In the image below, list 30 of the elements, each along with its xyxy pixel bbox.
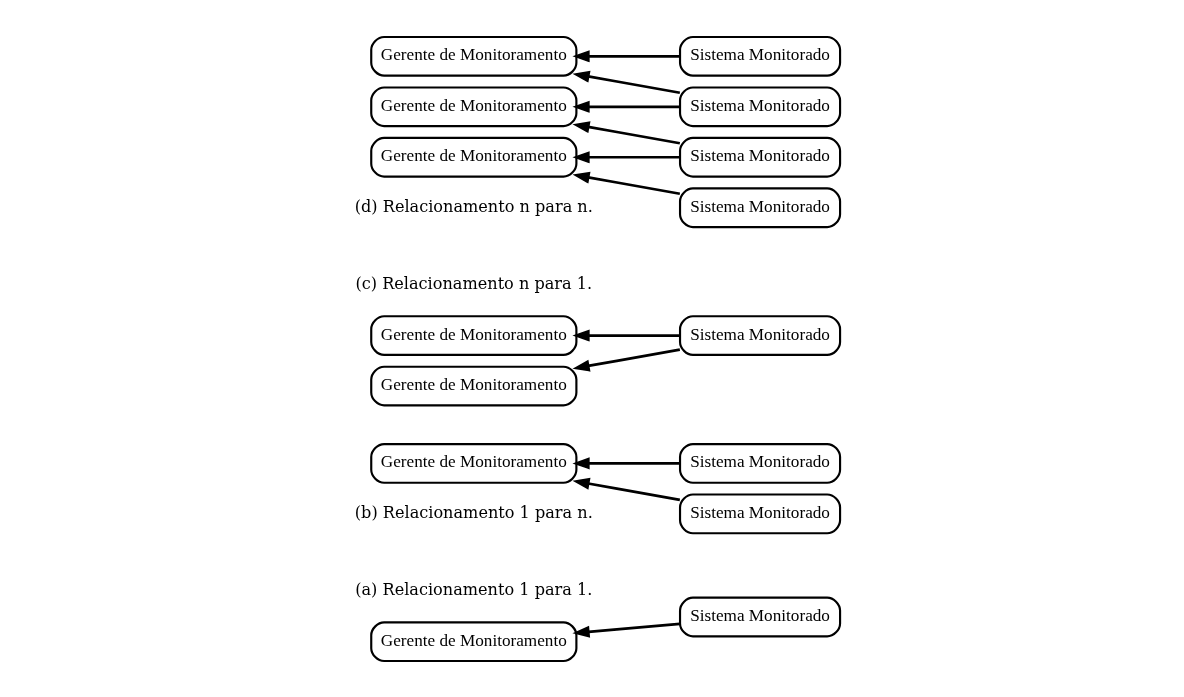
node-box: Sistema Monitorado xyxy=(678,136,841,178)
node-box: Sistema Monitorado xyxy=(678,492,841,534)
node-box: Gerente de Monitoramento xyxy=(369,35,577,77)
arrow xyxy=(571,456,680,469)
node-box: Sistema Monitorado xyxy=(678,442,841,484)
node-box: Gerente de Monitoramento xyxy=(369,85,577,127)
arrow xyxy=(571,49,680,62)
arrow xyxy=(572,120,680,145)
node-box: Gerente de Monitoramento xyxy=(369,365,577,406)
label: (b) Relacionamento 1 para n. xyxy=(354,502,593,522)
arrow xyxy=(572,347,680,372)
node-box: Sistema Monitorado xyxy=(678,596,841,637)
label: (d) Relacionamento n para n. xyxy=(354,196,593,216)
label: (a) Relacionamento 1 para 1. xyxy=(354,579,592,599)
node-box: Gerente de Monitoramento xyxy=(369,620,577,662)
arrow xyxy=(571,100,680,113)
arrow xyxy=(571,150,680,163)
node-box: Gerente de Monitoramento xyxy=(369,136,577,178)
node-box: Sistema Monitorado xyxy=(678,85,841,127)
arrow xyxy=(572,171,680,195)
node-box: Sistema Monitorado xyxy=(678,186,841,228)
node-box: Sistema Monitorado xyxy=(678,35,841,77)
arrow xyxy=(572,70,680,94)
arrow xyxy=(571,622,680,638)
node-box: Gerente de Monitoramento xyxy=(369,314,577,356)
label: (c) Relacionamento n para 1. xyxy=(354,273,592,293)
node-box: Sistema Monitorado xyxy=(678,314,841,356)
arrow xyxy=(571,329,680,342)
node-box: Gerente de Monitoramento xyxy=(369,442,577,484)
arrow xyxy=(572,477,680,501)
